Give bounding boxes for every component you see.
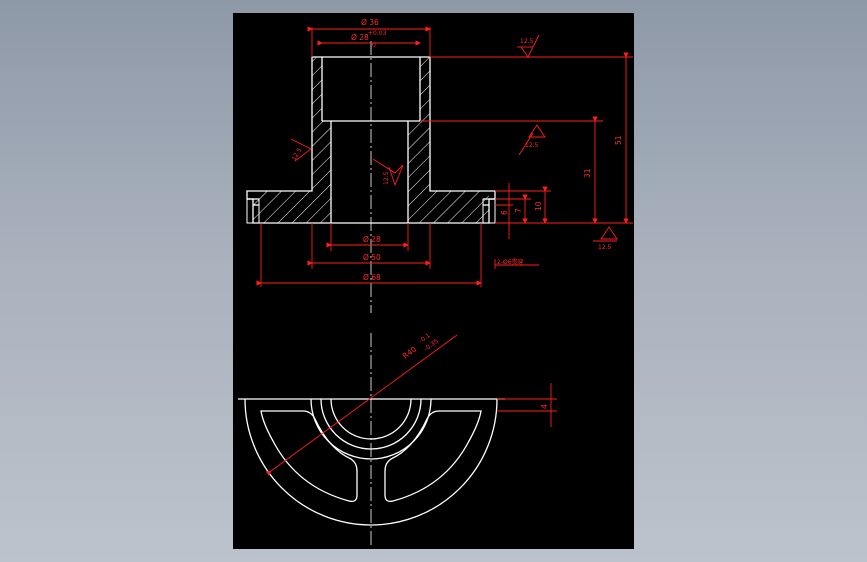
dim-d28b: Ø 28 xyxy=(363,235,381,244)
hatch-left-wall xyxy=(312,57,331,223)
dim-h7: 7 xyxy=(514,208,523,213)
section-view xyxy=(246,41,496,313)
dim-h31: 31 xyxy=(583,168,592,178)
dimensions-top: Ø 36 Ø 28 +0.03 0 Ø 28 Ø 50 Ø 68 51 31 1… xyxy=(256,18,633,287)
dim-h6: 6 xyxy=(500,210,509,215)
dim-d28-lower: 0 xyxy=(372,42,376,49)
svg-text:12.5: 12.5 xyxy=(525,142,539,149)
plan-view: R40 -0.1 -0.35 4 xyxy=(238,332,557,547)
hatch-right-flange xyxy=(430,191,489,223)
dim-d68: Ø 68 xyxy=(363,273,381,282)
dim-h4: 4 xyxy=(540,404,549,409)
drawing-sheet: Ø 36 Ø 28 +0.03 0 Ø 28 Ø 50 Ø 68 51 31 1… xyxy=(233,13,634,549)
part-outline xyxy=(246,56,496,224)
dim-arc: R40 xyxy=(401,345,418,361)
dim-d28: Ø 28 xyxy=(351,33,369,42)
dim-d50: Ø 50 xyxy=(363,253,381,262)
technical-drawing: Ø 36 Ø 28 +0.03 0 Ø 28 Ø 50 Ø 68 51 31 1… xyxy=(238,18,633,547)
hatch-left-flange xyxy=(253,191,312,223)
svg-text:12.5: 12.5 xyxy=(520,38,534,45)
dim-d28-upper: +0.03 xyxy=(368,30,387,37)
dim-h51: 51 xyxy=(614,135,623,145)
roughness-symbol-4: 12.5 xyxy=(372,158,404,187)
dim-holes: 2-Ø6贯穿 xyxy=(497,258,524,266)
hatch-right-wall xyxy=(408,57,430,223)
roughness-symbol-1: 12.5 xyxy=(517,34,540,58)
dim-h10: 10 xyxy=(534,201,543,211)
roughness-symbol-5: 12.5 xyxy=(593,226,618,251)
svg-text:12.5: 12.5 xyxy=(598,244,612,251)
dim-d36: Ø 36 xyxy=(361,18,379,27)
roughness-symbol-3: 12.5 xyxy=(291,138,312,162)
svg-text:12.5: 12.5 xyxy=(383,171,390,185)
svg-text:12.5: 12.5 xyxy=(291,147,304,162)
roughness-symbol-2: 12.5 xyxy=(518,124,546,156)
